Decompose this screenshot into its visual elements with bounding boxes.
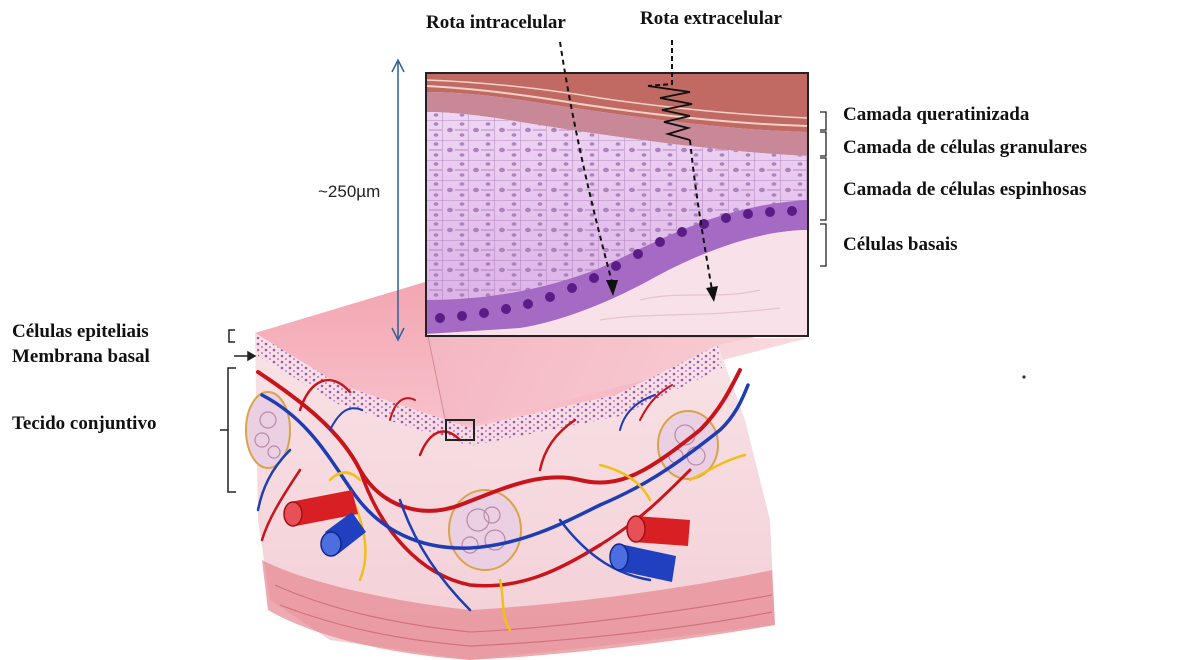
stray-dot — [1022, 375, 1025, 378]
label-thickness: ~250µm — [318, 183, 380, 200]
inset-epithelium — [426, 73, 808, 336]
label-camada-granulares: Camada de células granulares — [843, 138, 1087, 157]
label-rota-extracelular: Rota extracelular — [640, 9, 782, 28]
label-camada-espinhosas: Camada de células espinhosas — [843, 180, 1086, 199]
label-tecido-conjuntivo: Tecido conjuntivo — [12, 414, 156, 433]
label-camada-queratinizada: Camada queratinizada — [843, 105, 1029, 124]
label-celulas-basais: Células basais — [843, 235, 958, 254]
label-rota-intracelular: Rota intracelular — [426, 13, 566, 32]
layer-brackets — [820, 112, 826, 266]
label-celulas-epiteliais: Células epiteliais — [12, 322, 149, 341]
label-membrana-basal: Membrana basal — [12, 347, 150, 366]
